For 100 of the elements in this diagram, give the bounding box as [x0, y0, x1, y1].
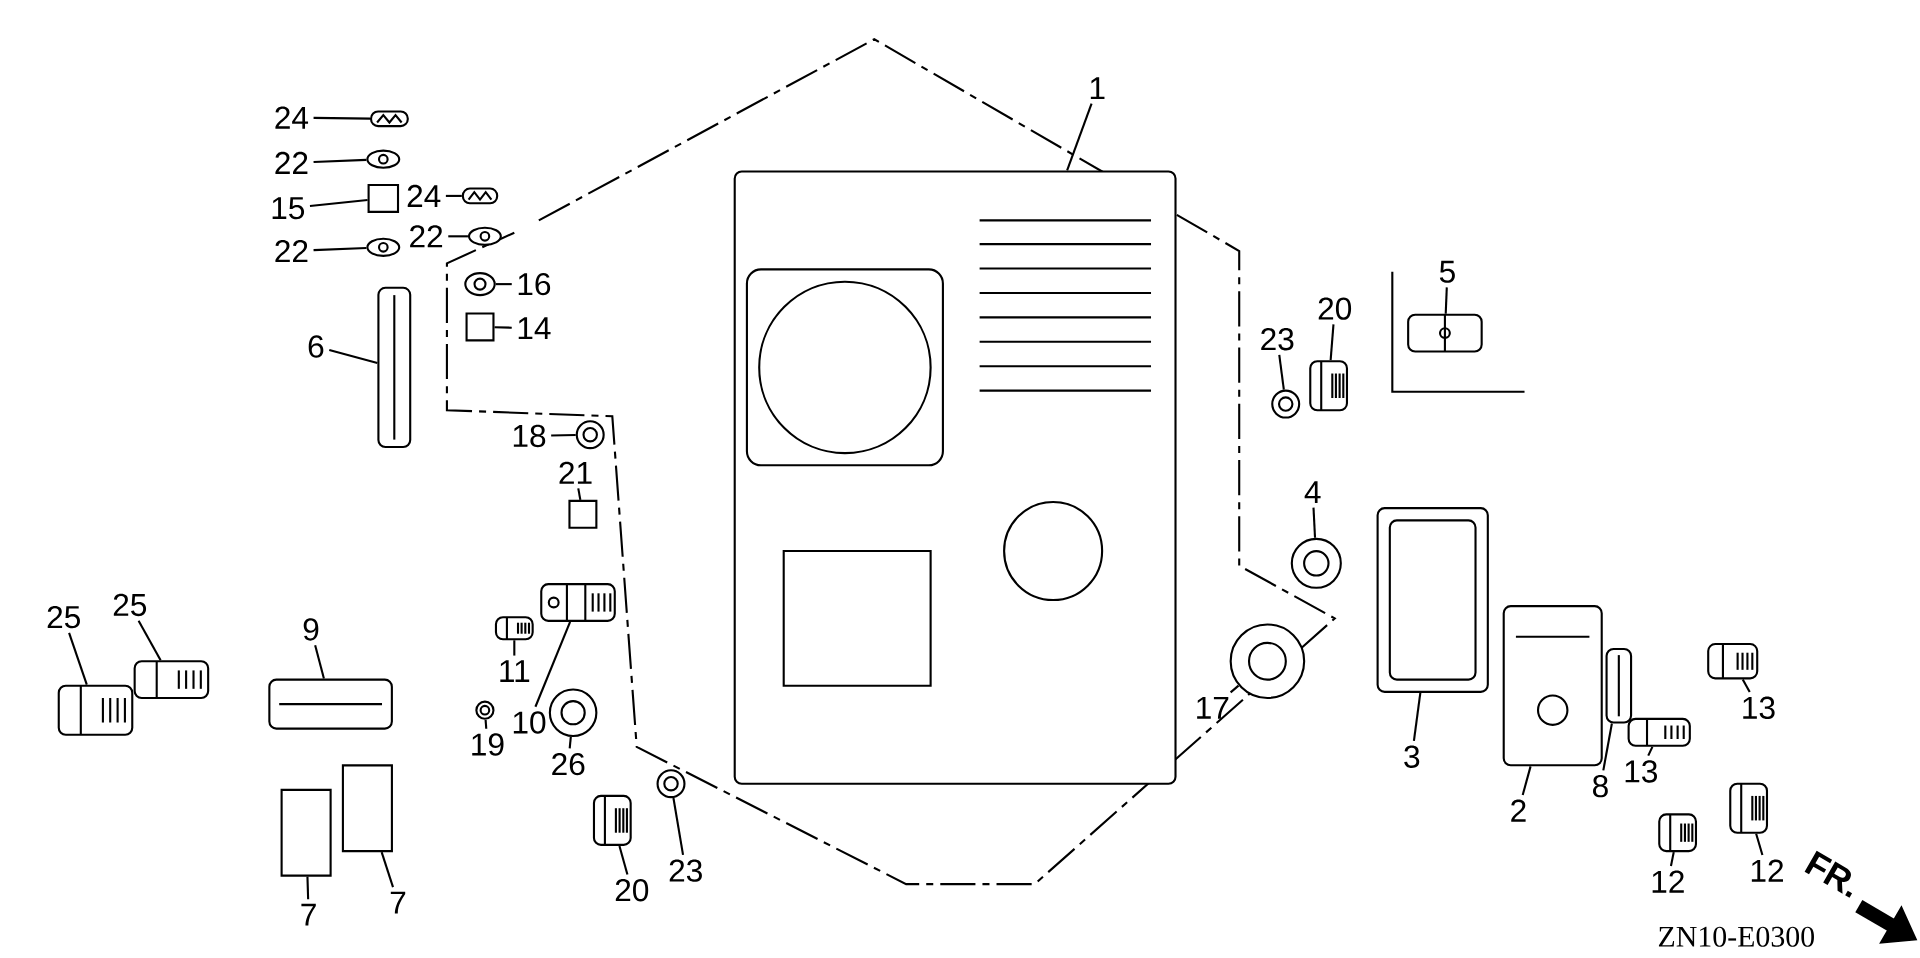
leader-line [513, 640, 516, 656]
bolt-drawing [133, 660, 210, 700]
washer-drawing [366, 149, 401, 169]
callout-number: 25 [113, 593, 147, 617]
bolt-drawing [1729, 782, 1769, 834]
o-ring-drawing [575, 420, 605, 450]
callout-number: 22 [275, 240, 308, 263]
callout-number: 5 [1439, 260, 1455, 284]
leader-line [313, 247, 367, 252]
bolt-drawing [592, 795, 632, 847]
bolt-drawing [1658, 813, 1697, 853]
leader-line [1412, 692, 1422, 742]
leader-line [1669, 852, 1675, 867]
callout-number: 4 [1304, 481, 1321, 504]
washer-drawing [1271, 389, 1301, 419]
callout-number: 8 [1593, 775, 1608, 798]
bolt-drawing [1627, 718, 1691, 747]
callout-number: 1 [1090, 77, 1105, 100]
callout-number: 15 [272, 197, 305, 220]
leader-line [314, 645, 325, 680]
leader-line [568, 737, 572, 749]
sensor-drawing [1407, 313, 1483, 353]
callout-number: 20 [615, 879, 649, 902]
callout-number: 24 [407, 185, 441, 208]
leader-line [495, 283, 512, 286]
bolt-drawing [57, 684, 134, 736]
clip-drawing [461, 187, 499, 205]
callout-number: 13 [1743, 696, 1775, 720]
plate-drawing [1605, 648, 1633, 724]
callout-number: 3 [1404, 745, 1420, 769]
callout-number: 10 [513, 711, 546, 734]
callout-number: 23 [669, 859, 702, 883]
callout-number: 2 [1511, 799, 1526, 822]
leader-line [445, 195, 462, 198]
callout-number: 22 [275, 152, 308, 175]
oil-switch-drawing [540, 583, 616, 623]
callout-number: 22 [410, 225, 443, 248]
cover-drawing [1502, 605, 1603, 767]
collar-drawing [465, 312, 495, 342]
leader-line [1521, 766, 1532, 796]
callout-number: 19 [472, 733, 504, 756]
callout-number: 26 [552, 753, 585, 776]
leader-line [1329, 324, 1335, 361]
leader-line [1602, 723, 1613, 771]
direction-label: FR. [1804, 851, 1853, 898]
tube-drawing [280, 789, 332, 877]
leader-line [1229, 685, 1240, 694]
washer-drawing [366, 237, 401, 258]
bolt-drawing [1707, 643, 1759, 680]
bolt-drawing [494, 616, 534, 641]
callout-number: 9 [303, 618, 319, 641]
leader-line [551, 434, 576, 437]
nut-drawing [568, 500, 598, 529]
leader-line [494, 326, 512, 329]
drawing-code: ZN10-E0300 [1658, 926, 1814, 947]
leader-line [618, 845, 629, 875]
callout-number: 17 [1197, 697, 1229, 719]
callout-number: 18 [513, 424, 546, 448]
washer-drawing [467, 226, 502, 247]
washer-drawing [475, 700, 495, 720]
washer-drawing [656, 769, 686, 799]
leader-line [1278, 355, 1285, 391]
leader-line [313, 117, 371, 120]
leader-line [137, 620, 162, 661]
tube-drawing [341, 764, 393, 853]
leader-line [313, 159, 367, 164]
clip-drawing [370, 110, 409, 128]
leader-line [380, 852, 394, 888]
callout-number: 21 [559, 461, 592, 484]
leader-line [1066, 103, 1093, 171]
oil-seal-drawing [1229, 623, 1306, 700]
pipe-drawing [377, 286, 412, 449]
callout-number: 12 [1652, 870, 1684, 893]
bearing-drawing [548, 688, 598, 738]
leader-line [309, 199, 368, 208]
callout-number: 14 [518, 317, 551, 340]
callout-number: 25 [47, 606, 80, 629]
callout-number: 13 [1625, 760, 1657, 783]
leader-line [1312, 507, 1317, 539]
callout-number: 16 [518, 273, 551, 296]
leader-line [577, 488, 582, 501]
leader-line [1444, 287, 1448, 314]
callout-number: 24 [275, 106, 309, 129]
callout-number: 23 [1261, 328, 1294, 351]
leader-line [1755, 833, 1764, 856]
gasket-drawing [1376, 507, 1489, 694]
bolt-drawing [1309, 360, 1348, 412]
leader-line [306, 876, 310, 900]
callout-number: 6 [308, 335, 324, 358]
callout-number: 20 [1318, 297, 1352, 320]
callout-number: 7 [301, 904, 316, 926]
breather-tube-drawing [268, 678, 393, 730]
leader-line [68, 632, 88, 686]
callout-number: 12 [1751, 859, 1783, 882]
callout-number: 11 [500, 660, 530, 683]
engine-block-drawing [733, 170, 1177, 785]
o-ring-drawing [1290, 537, 1342, 590]
callout-number: 7 [390, 891, 406, 914]
leader-line [1741, 679, 1751, 693]
seal-drawing [464, 272, 496, 297]
